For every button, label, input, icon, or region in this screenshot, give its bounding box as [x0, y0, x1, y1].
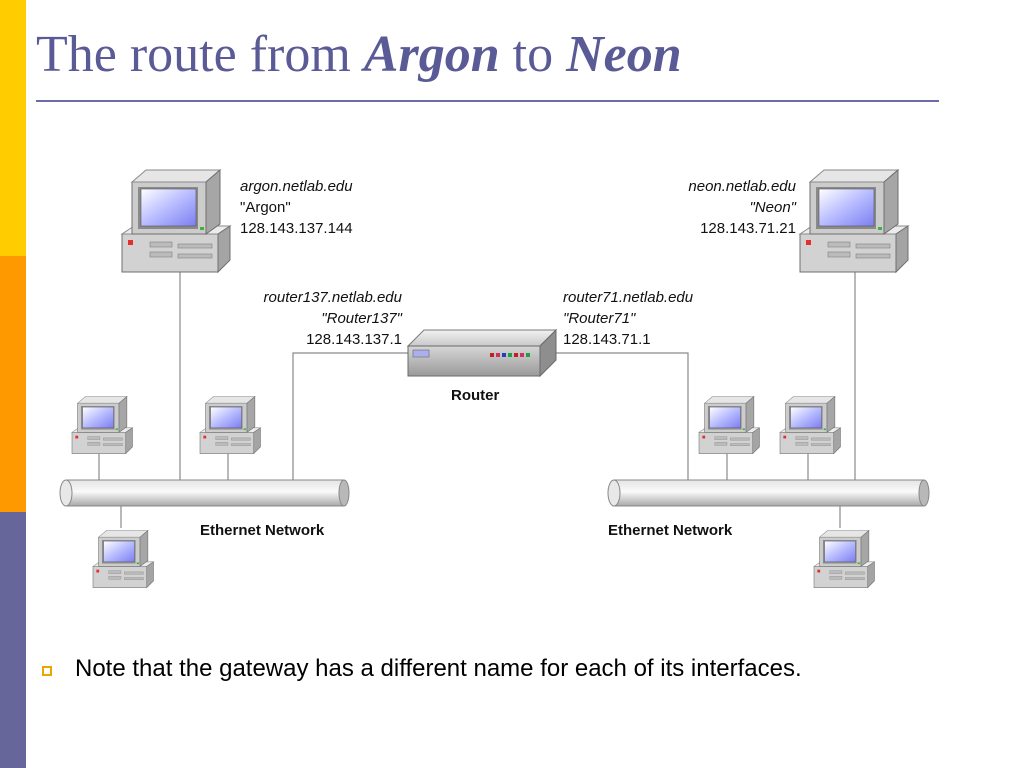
right-lan-computer-2 — [779, 396, 841, 454]
argon-alias: "Argon" — [240, 199, 291, 216]
sidebar-band-orange — [0, 256, 26, 512]
right-network-label: Ethernet Network — [608, 522, 733, 539]
left-network-label: Ethernet Network — [200, 522, 325, 539]
router-right-alias: "Router71" — [563, 310, 636, 327]
right-lan-computer-1 — [698, 396, 760, 454]
title-host-a: Argon — [363, 26, 500, 83]
left-lan-computer-2 — [199, 396, 261, 454]
title-prefix: The route from — [36, 26, 364, 83]
title-middle: to — [499, 26, 567, 83]
argon-computer — [121, 169, 231, 273]
argon-label: argon.netlab.edu "Argon" 128.143.137.144 — [240, 176, 353, 239]
neon-label: neon.netlab.edu "Neon" 128.143.71.21 — [660, 176, 796, 239]
router-right-fqdn: router71.netlab.edu — [563, 289, 694, 306]
argon-fqdn: argon.netlab.edu — [240, 178, 353, 195]
neon-computer — [799, 169, 909, 273]
slide-title: The route from Argon to Neon — [36, 24, 682, 86]
bullet-marker — [42, 666, 52, 676]
sidebar-band-purple — [0, 512, 26, 768]
bullet-note: Note that the gateway has a different na… — [75, 655, 802, 682]
argon-ip: 128.143.137.144 — [240, 220, 353, 237]
router-right-interface-label: router71.netlab.edu "Router71" 128.143.7… — [563, 287, 693, 350]
neon-ip: 128.143.71.21 — [700, 220, 796, 237]
right-lan-computer-3 — [813, 530, 875, 588]
left-lan-computer-1 — [71, 396, 133, 454]
neon-fqdn: neon.netlab.edu — [688, 178, 796, 195]
router-device — [406, 328, 558, 378]
router-left-fqdn: router137.netlab.edu — [263, 289, 402, 306]
router-label: Router — [451, 387, 500, 404]
neon-alias: "Neon" — [749, 199, 796, 216]
right-ethernet-cable — [607, 479, 930, 507]
accent-sidebar — [0, 0, 26, 768]
router-right-ip: 128.143.71.1 — [563, 331, 651, 348]
router-left-interface-label: router137.netlab.edu "Router137" 128.143… — [230, 287, 402, 350]
sidebar-band-yellow — [0, 0, 26, 256]
router-left-ip: 128.143.137.1 — [306, 331, 402, 348]
title-underline — [36, 100, 939, 102]
left-lan-computer-3 — [92, 530, 154, 588]
left-ethernet-cable — [59, 479, 350, 507]
title-host-b: Neon — [566, 26, 682, 83]
router-left-alias: "Router137" — [321, 310, 402, 327]
